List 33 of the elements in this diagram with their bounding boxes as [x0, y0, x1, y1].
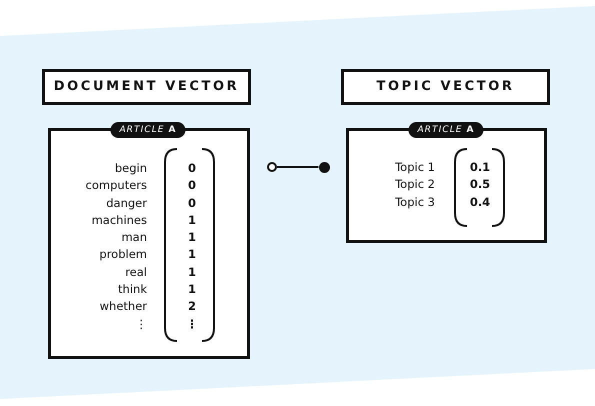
- term-count: 1: [188, 246, 196, 264]
- term-count: 0: [188, 194, 196, 212]
- term-label: computers: [86, 177, 147, 194]
- topic-label: Topic 1: [395, 159, 435, 176]
- term-label: whether: [100, 298, 147, 316]
- term-count: 0: [188, 177, 196, 194]
- term-count: ⋮: [186, 316, 198, 333]
- topic-label: Topic 2: [395, 176, 435, 194]
- topic-weight: 0.5: [470, 176, 490, 194]
- term-label: begin: [114, 160, 147, 177]
- connector-line: [277, 166, 318, 168]
- term-count: 1: [188, 281, 196, 298]
- header-box: [341, 69, 550, 105]
- article-tag: ARTICLE A: [408, 122, 484, 138]
- header-title: TOPIC VECTOR: [376, 78, 514, 96]
- term-label: problem: [99, 246, 147, 264]
- topic-weight: 0.1: [470, 159, 490, 176]
- header-box: [42, 69, 251, 105]
- article-tag: ARTICLE A: [110, 122, 186, 138]
- term-label: think: [118, 281, 147, 298]
- term-count: 1: [188, 229, 196, 246]
- term-count: 2: [188, 298, 196, 316]
- header-title: DOCUMENT VECTOR: [54, 78, 240, 96]
- term-count: 1: [188, 264, 196, 281]
- term-count: 0: [188, 160, 196, 177]
- topic-weight: 0.4: [470, 194, 490, 211]
- term-label: man: [121, 229, 147, 246]
- term-label: real: [125, 264, 147, 281]
- term-label: danger: [106, 194, 147, 212]
- term-count: 1: [188, 212, 196, 229]
- topic-label: Topic 3: [395, 194, 435, 211]
- term-label: machines: [92, 212, 147, 229]
- term-label: ⋮: [136, 316, 147, 333]
